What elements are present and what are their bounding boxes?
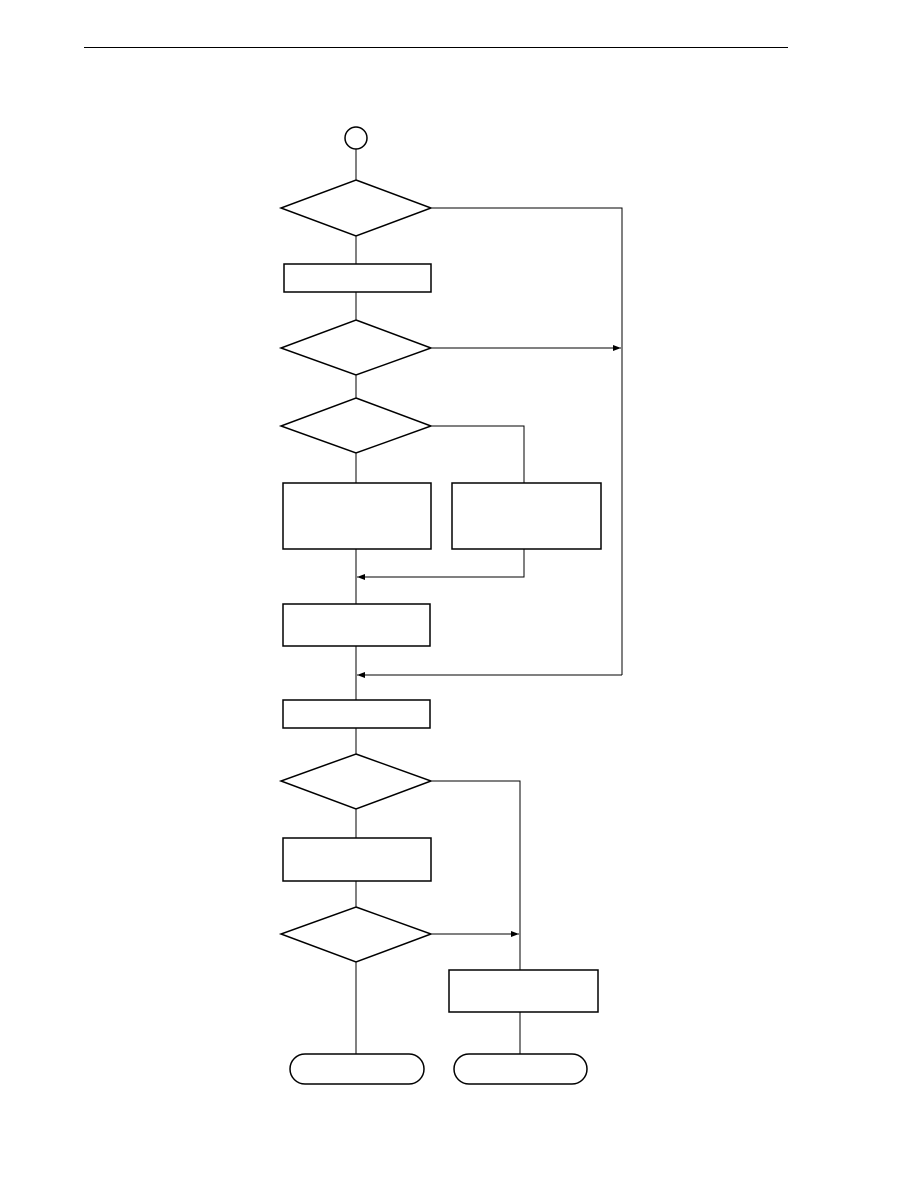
header-rule (84, 47, 788, 48)
edge-process-2b-merge (357, 549, 525, 580)
process-4 (282, 699, 431, 729)
edge-decision-3-to-process-2b (431, 425, 525, 483)
decision-4 (278, 753, 434, 810)
process-1 (283, 263, 432, 293)
process-6 (448, 969, 599, 1013)
end-terminator-1 (289, 1053, 425, 1085)
decision-3 (278, 397, 434, 454)
process-3 (282, 603, 431, 647)
decision-1 (278, 179, 434, 237)
process-2a (282, 482, 432, 550)
end-terminator-2 (453, 1053, 588, 1085)
edge-decision-1-bypass (431, 207, 623, 675)
decision-5 (278, 906, 434, 963)
process-5 (282, 837, 432, 882)
start-connector (344, 126, 368, 150)
process-2b (451, 482, 602, 550)
edge-decision-4-to-process-6 (431, 780, 521, 970)
decision-2 (278, 319, 434, 376)
